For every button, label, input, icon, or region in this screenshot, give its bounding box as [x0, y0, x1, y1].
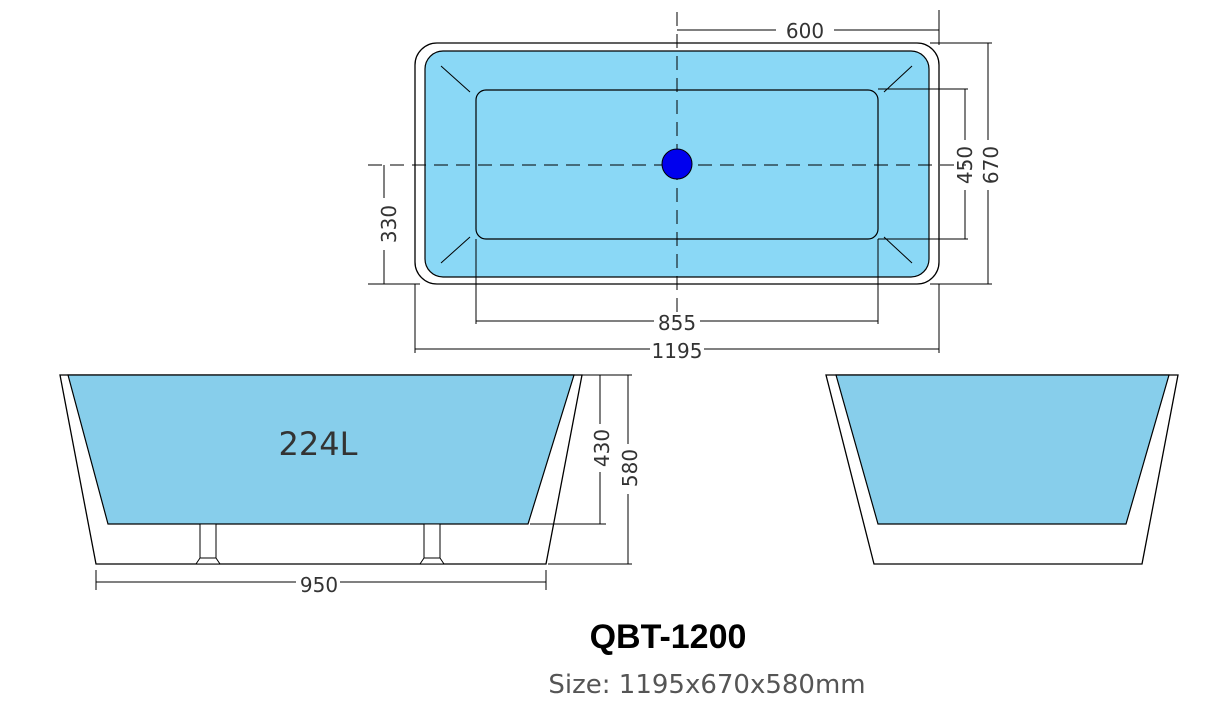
side-view [825, 374, 1179, 565]
top-view: 600 450 670 330 [368, 10, 1003, 363]
dimension-855 [475, 239, 879, 324]
dimension-1195 [414, 284, 940, 353]
capacity-label: 224L [279, 425, 358, 463]
dim-label-330: 330 [377, 205, 401, 243]
dim-label-580: 580 [618, 449, 642, 487]
model-size: Size: 1195x670x580mm [548, 670, 866, 700]
tub-legs [195, 523, 445, 565]
dim-label-1195: 1195 [652, 339, 703, 363]
dim-label-600: 600 [786, 19, 824, 43]
side-tub-water [835, 374, 1170, 525]
dimension-670 [930, 42, 992, 285]
front-tub-water [67, 374, 575, 525]
front-view: 224L 430 580 950 [59, 374, 642, 597]
dimension-450 [878, 88, 968, 240]
dimension-950 [95, 570, 547, 590]
dimension-330 [368, 165, 420, 285]
dimension-600 [677, 10, 940, 45]
model-name: QBT-1200 [589, 618, 747, 656]
dim-label-450: 450 [953, 146, 977, 184]
dim-label-950: 950 [300, 573, 338, 597]
dim-label-855: 855 [658, 311, 696, 335]
dim-label-430: 430 [590, 429, 614, 467]
corner-lines [440, 65, 913, 264]
drain-icon [661, 148, 693, 180]
dimension-430 [530, 374, 606, 525]
dim-label-670: 670 [979, 146, 1003, 184]
dimension-580 [548, 374, 632, 565]
